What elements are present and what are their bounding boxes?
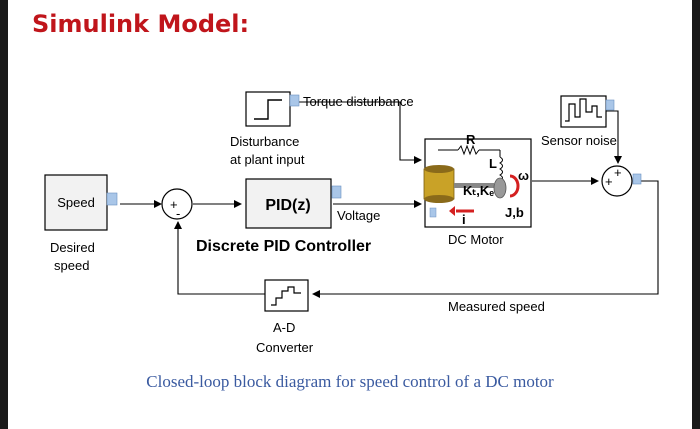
speed-block[interactable]: Speed (44, 174, 118, 231)
motor-R-label: R (466, 132, 476, 147)
desired-speed-line1: Desired (50, 240, 95, 255)
rotation-arrow-icon (509, 174, 520, 198)
ad-converter-line1: A-D (273, 320, 295, 335)
signal-wires (120, 101, 659, 298)
inertia-disk-icon (493, 177, 507, 199)
sum-junction-noise[interactable]: + + (601, 165, 642, 197)
sum1-minus-sign: - (176, 206, 180, 221)
sensor-noise-block[interactable] (560, 95, 615, 128)
motor-K-label: Kₜ,Kₑ (463, 183, 494, 198)
output-port-marker (106, 192, 118, 206)
left-frame-bar (0, 0, 8, 429)
wire-sum2-feedback (312, 180, 659, 298)
wire-noise-to-sum2 (606, 110, 622, 164)
sum1-plus-sign: + (170, 197, 178, 212)
motor-L-label: L (489, 156, 497, 171)
sensor-noise-label: Sensor noise (541, 133, 617, 148)
torque-disturbance-label: Torque disturbance (303, 94, 414, 109)
ad-converter-block[interactable] (264, 279, 309, 312)
output-port-marker (605, 99, 615, 111)
output-port-marker (331, 185, 342, 199)
motor-i-label: i (462, 212, 466, 227)
output-port-marker (632, 173, 642, 185)
ad-converter-line2: Converter (256, 340, 314, 355)
output-port-marker (289, 94, 300, 107)
sum2-plus-left: + (605, 174, 613, 189)
pid-block-label: PID(z) (265, 197, 310, 214)
desired-speed-line2: speed (54, 258, 89, 273)
measured-speed-label: Measured speed (448, 299, 545, 314)
page-title: Simulink Model: (32, 10, 250, 38)
motor-body-icon (423, 168, 455, 200)
wire-ad-to-sum1 (174, 221, 265, 295)
torque-disturbance-block[interactable] (245, 91, 300, 127)
right-frame-bar (692, 0, 700, 429)
speed-label: Speed (57, 195, 95, 210)
noise-icon (565, 98, 602, 122)
dc-motor-block[interactable]: R L ω Kₜ,Kₑ J,b i (423, 132, 532, 228)
voltage-label: Voltage (337, 208, 380, 223)
step-icon (254, 99, 282, 120)
disturbance-label-line2: at plant input (230, 152, 305, 167)
disturbance-label-line1: Disturbance (230, 134, 299, 149)
sum-junction-error[interactable]: + - (161, 188, 193, 221)
pid-controller-block[interactable]: PID(z) (245, 178, 342, 229)
motor-omega-label: ω (518, 168, 529, 183)
dc-motor-label: DC Motor (448, 232, 504, 247)
motor-J-label: J,b (505, 205, 524, 220)
sum2-plus-top: + (614, 165, 622, 180)
figure-caption: Closed-loop block diagram for speed cont… (146, 372, 554, 391)
wire-disturbance-to-motor (290, 101, 422, 164)
zero-order-hold-icon (271, 286, 301, 306)
resistor-icon (457, 144, 480, 156)
input-port-marker (429, 207, 437, 218)
pid-caption: Discrete PID Controller (196, 238, 371, 255)
